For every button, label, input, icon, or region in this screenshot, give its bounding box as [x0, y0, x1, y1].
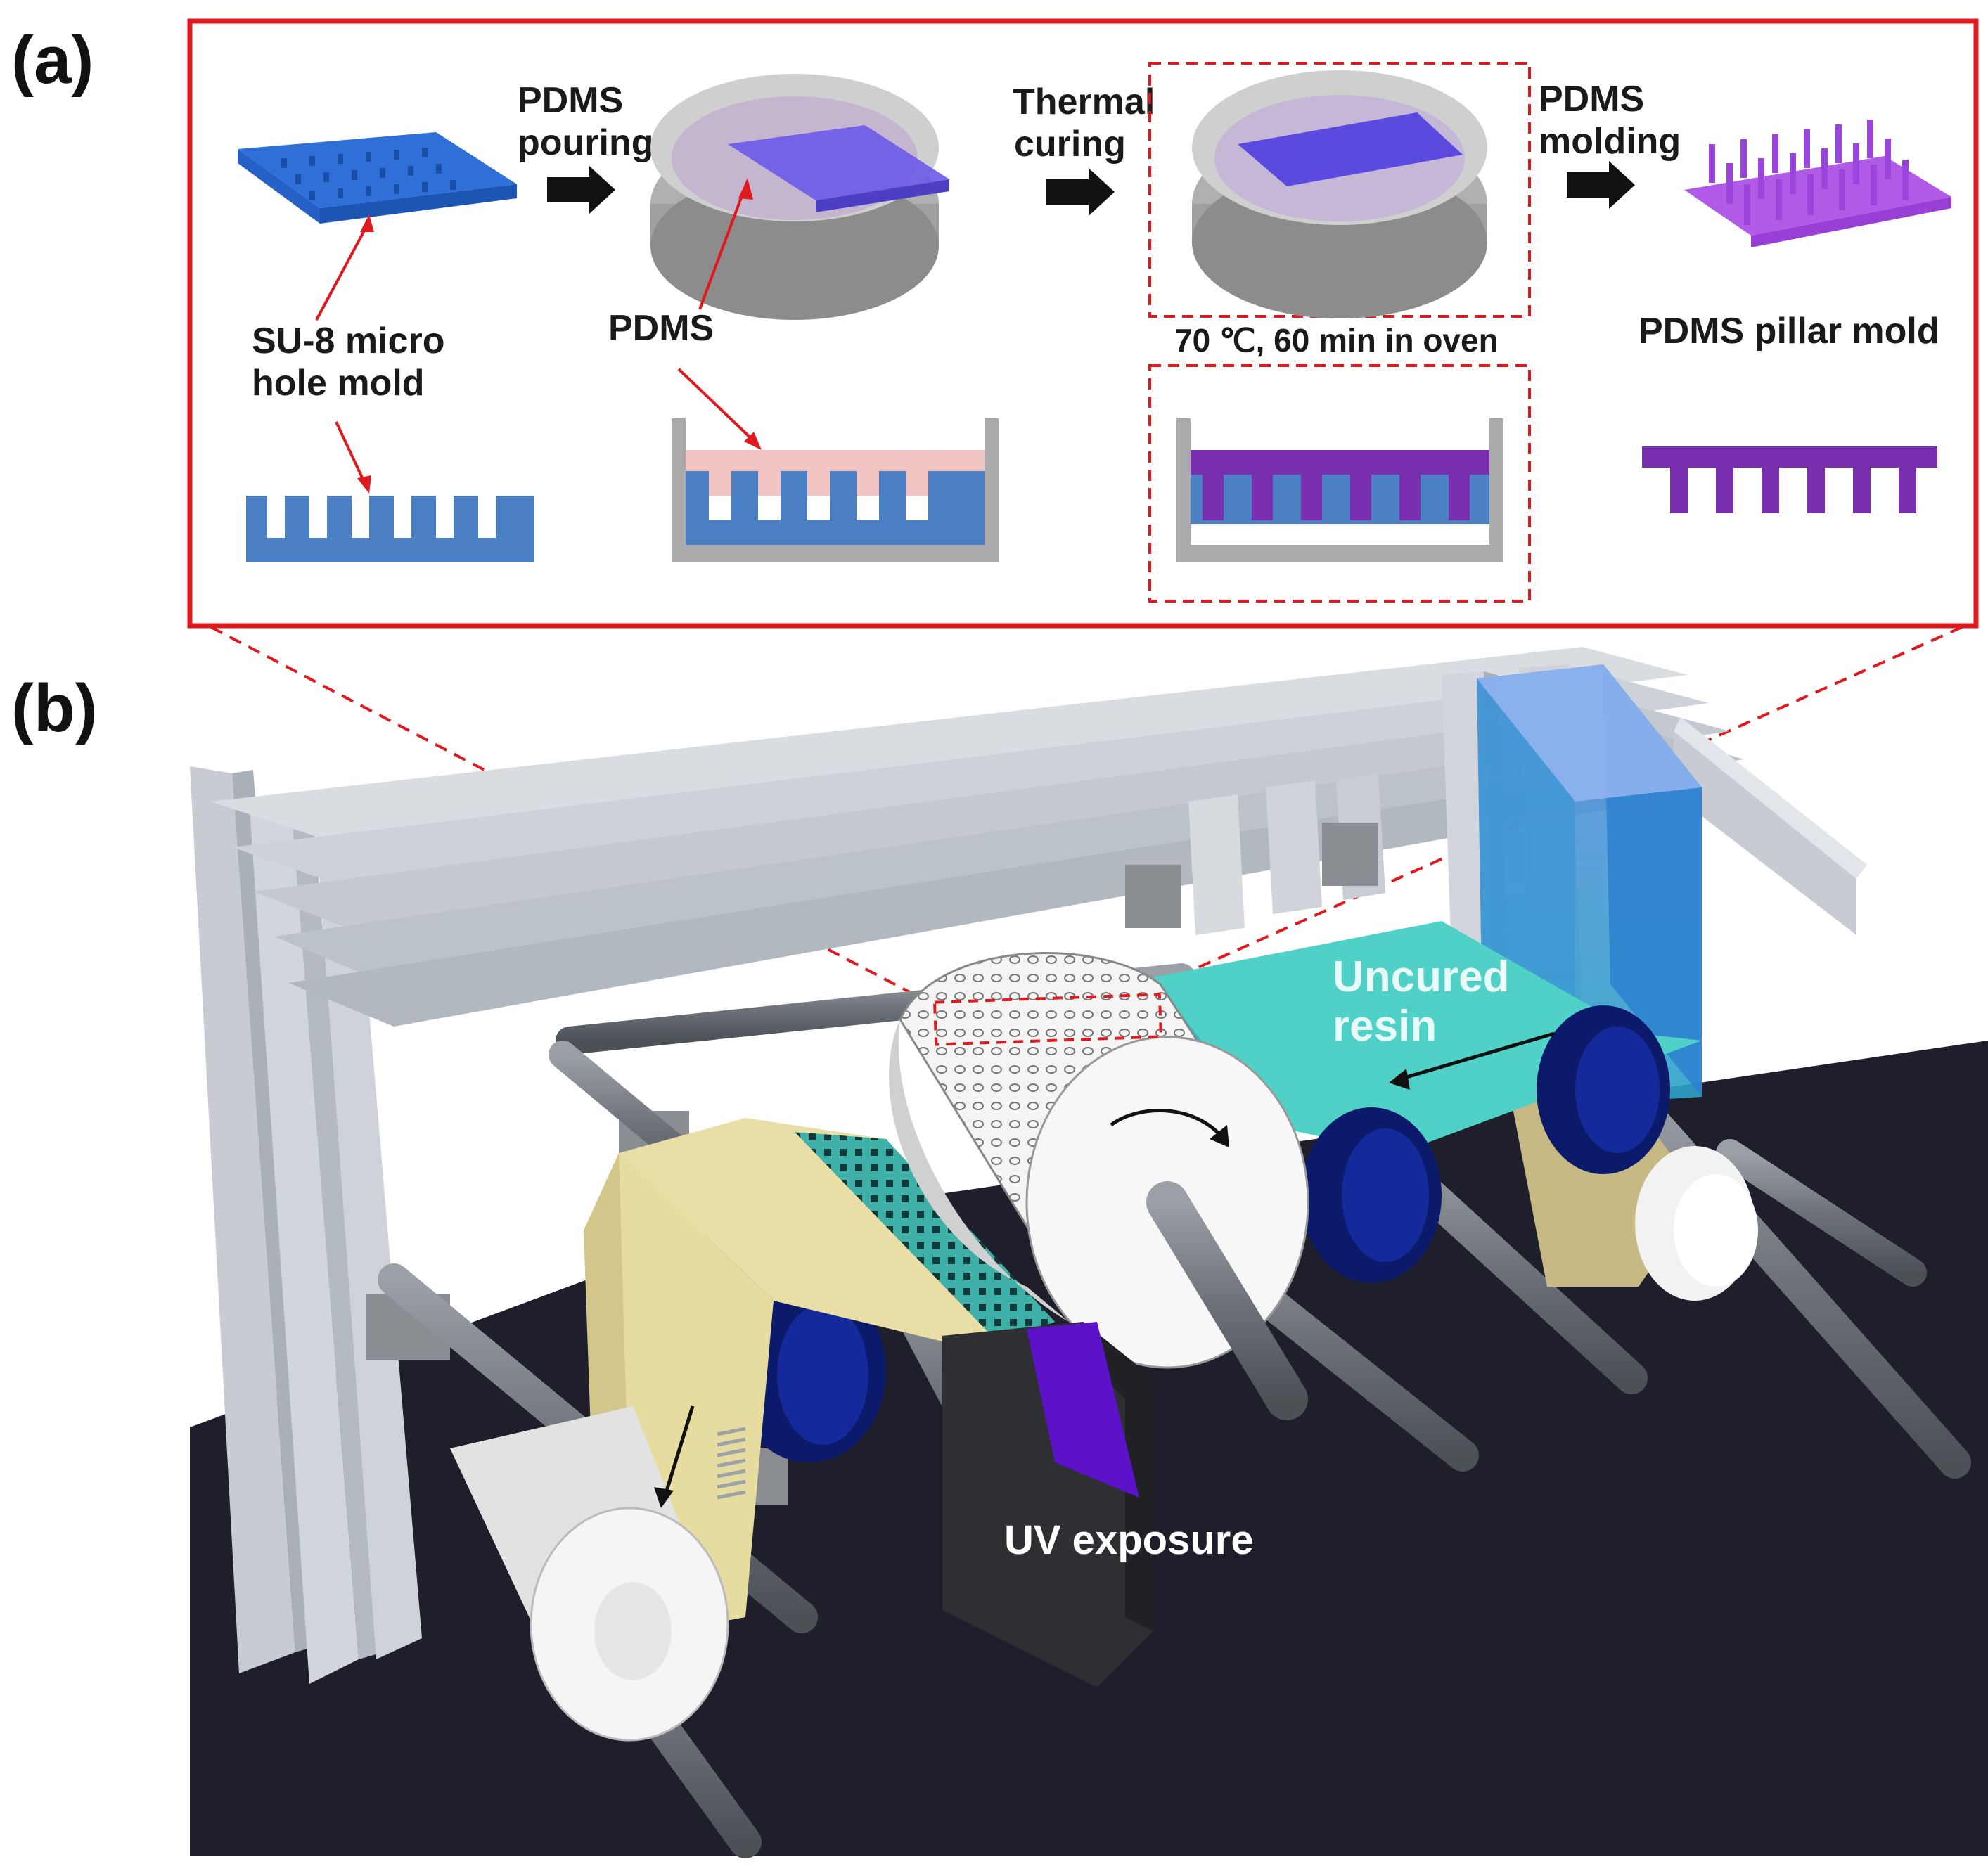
step-cure-line2: curing	[1014, 124, 1126, 165]
step-cure-arrow	[1046, 168, 1115, 216]
main-roller-shaft	[1146, 1181, 1308, 1420]
panel-b-label: (b)	[11, 671, 98, 746]
step-pour-line2: pouring	[518, 122, 654, 163]
su8-xsec-pointer-head	[357, 475, 371, 494]
step-mold-line1: PDMS	[1539, 79, 1644, 120]
uv-unit	[942, 1322, 1153, 1687]
su8-mold-3d	[238, 132, 517, 224]
patterned-film	[795, 1132, 1055, 1343]
pdms-pointer-arrowhead	[738, 178, 753, 200]
step-mold-arrow	[1567, 161, 1635, 209]
roller-zoom-box	[932, 993, 1163, 1046]
roller-left-white	[450, 1406, 729, 1742]
film-left-upper	[619, 1118, 1055, 1350]
flow-arrow-film	[662, 1405, 695, 1498]
su8-pointer-arrow	[315, 221, 371, 321]
pillar-mold-3d	[1684, 120, 1951, 247]
main-roller	[889, 952, 1309, 1369]
panel-a-frame	[187, 18, 1979, 629]
resin-film	[1153, 921, 1702, 1153]
spring	[717, 1427, 746, 1500]
su8-xsec-pointer	[335, 421, 367, 486]
step-pour-line1: PDMS	[518, 80, 623, 121]
step-mold-line2: molding	[1539, 121, 1681, 162]
pdms-xsec-pointer-head	[744, 432, 762, 450]
cure-xsec-highlight-box	[1148, 364, 1531, 603]
su8-pointer-arrowhead	[360, 214, 374, 232]
frame-posts-left	[190, 766, 422, 1684]
resin-label-line1: Uncured	[1333, 953, 1509, 1001]
rotation-arrow	[1110, 1109, 1225, 1140]
pdms-dish-3d	[650, 74, 949, 320]
pdms-pointer-arrow	[698, 186, 747, 310]
panel-a-label: (a)	[11, 22, 94, 98]
cured-cross-section	[1176, 418, 1503, 562]
uv-label: UV exposure	[1004, 1517, 1254, 1563]
cured-dish-3d	[1192, 70, 1487, 318]
rotation-arrowhead	[1210, 1125, 1229, 1147]
step-pour-arrow	[547, 166, 615, 214]
pillar-cross-section	[1642, 446, 1937, 513]
roller-navy-1	[1537, 1005, 1670, 1174]
flow-arrow-resin	[1399, 1031, 1555, 1081]
pdms-cross-section	[672, 418, 999, 562]
pdms-label: PDMS	[608, 308, 714, 349]
step-cure-line1: Thermal	[1013, 82, 1155, 122]
su8-cross-section	[246, 496, 534, 562]
flow-arrow-resin-head	[1389, 1069, 1410, 1090]
flow-arrow-film-head	[654, 1487, 674, 1508]
su8-label-line2: hole mold	[252, 363, 425, 404]
oven-label: 70 ℃, 60 min in oven	[1174, 322, 1499, 359]
roller-navy-2	[1301, 1107, 1442, 1283]
su8-label-line1: SU-8 micro	[252, 321, 445, 361]
pdms-xsec-pointer	[677, 368, 757, 444]
pillar-label: PDMS pillar mold	[1639, 311, 1939, 352]
resin-label-line2: resin	[1333, 1002, 1437, 1050]
